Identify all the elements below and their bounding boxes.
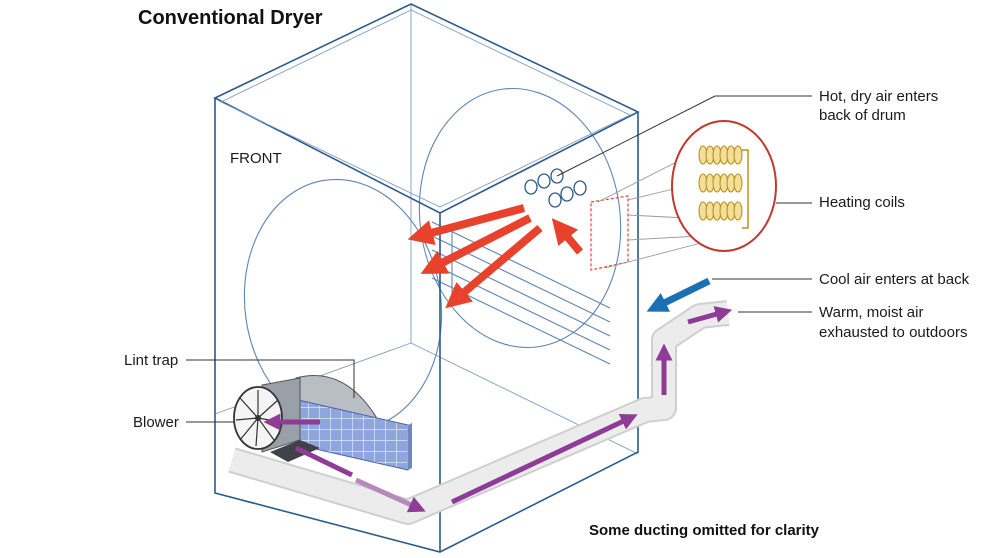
heating-coil-icon (671, 120, 777, 252)
air-inlet-holes (524, 168, 587, 208)
lint-trap-label: Lint trap (124, 352, 178, 369)
hot-air-label-line1: Hot, dry air enters (819, 88, 938, 105)
warm-air-label-line1: Warm, moist air (819, 304, 923, 321)
footnote: Some ducting omitted for clarity (589, 522, 820, 539)
label-leaders (186, 95, 812, 423)
diagram-title: Conventional Dryer (138, 7, 323, 29)
hot-air-arrows (407, 204, 584, 309)
front-label: FRONT (230, 150, 282, 167)
heater-box (590, 195, 629, 271)
warm-air-label-line2: exhausted to outdoors (819, 324, 967, 341)
hot-air-label-line2: back of drum (819, 107, 906, 124)
lint-trap-icon (295, 375, 412, 471)
cool-air-arrow (646, 277, 711, 312)
blower-label: Blower (133, 414, 179, 431)
blower-fan-icon (233, 377, 320, 462)
cool-air-label: Cool air enters at back (819, 271, 970, 288)
exhaust-arrows (263, 306, 733, 513)
heating-coils-label: Heating coils (819, 194, 905, 211)
